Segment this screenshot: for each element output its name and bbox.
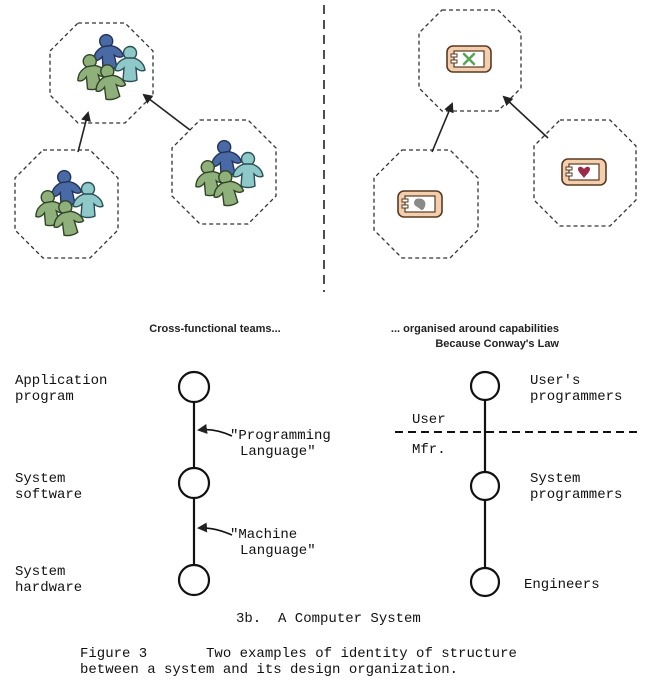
team-icon (192, 139, 263, 209)
hardware-node (177, 563, 211, 597)
component-icon-blob (397, 190, 443, 218)
label-user: User (412, 412, 446, 428)
label-system-programmers-1: System (530, 471, 580, 487)
system-programmers-node (469, 470, 501, 502)
label-system-software-2: software (15, 487, 82, 503)
caption-cross-functional: Cross-functional teams... (149, 323, 280, 335)
octagon-boundary (49, 22, 154, 124)
octagon-boundary (373, 149, 479, 259)
dependency-arrow (142, 93, 191, 131)
dependency-arrow (502, 95, 549, 139)
team-icon (74, 33, 145, 103)
label-machine-language-1: "Machine (230, 527, 297, 543)
team-node-bottom-right (171, 119, 277, 225)
label-system-hardware-1: System (15, 564, 65, 580)
capability-node-top (418, 9, 522, 112)
figure-caption-line2: between a system and its design organiza… (80, 662, 458, 678)
label-programming-language-1: "Programming (230, 428, 331, 444)
octagon-boundary (533, 119, 637, 227)
capability-node-left (373, 149, 479, 259)
label-programming-language-2: Language" (240, 444, 316, 460)
label-users-1: User's (530, 373, 580, 389)
dependency-arrow (431, 102, 454, 153)
team-node-top (49, 22, 154, 124)
team-icon (32, 169, 103, 239)
label-program: program (15, 389, 74, 405)
label-users-2: programmers (530, 389, 622, 405)
interface-arrow (197, 423, 233, 437)
application-node (177, 370, 211, 404)
team-node-bottom-left (14, 149, 119, 259)
dependency-arrow (77, 111, 91, 153)
caption-conways-law: Because Conway's Law (435, 338, 559, 350)
figure-caption-line1: Figure 3 Two examples of identity of str… (80, 646, 517, 662)
label-machine-language-2: Language" (240, 543, 316, 559)
label-application: Application (15, 373, 107, 389)
caption-capabilities: ... organised around capabilities (391, 323, 559, 335)
octagon-boundary (171, 119, 277, 225)
label-system-software-1: System (15, 471, 65, 487)
software-node (177, 466, 211, 500)
octagon-boundary (418, 9, 522, 112)
capability-node-right (533, 119, 637, 227)
figure-subtitle: 3b. A Computer System (236, 611, 421, 627)
component-icon-heart (561, 158, 607, 186)
label-system-programmers-2: programmers (530, 487, 622, 503)
octagon-boundary (14, 149, 119, 259)
engineers-node (469, 566, 501, 598)
component-icon-x (446, 45, 492, 73)
label-system-hardware-2: hardware (15, 580, 82, 596)
users-programmers-node (469, 370, 501, 402)
label-engineers: Engineers (524, 577, 600, 593)
interface-arrow (197, 522, 233, 536)
label-mfr: Mfr. (412, 442, 446, 458)
